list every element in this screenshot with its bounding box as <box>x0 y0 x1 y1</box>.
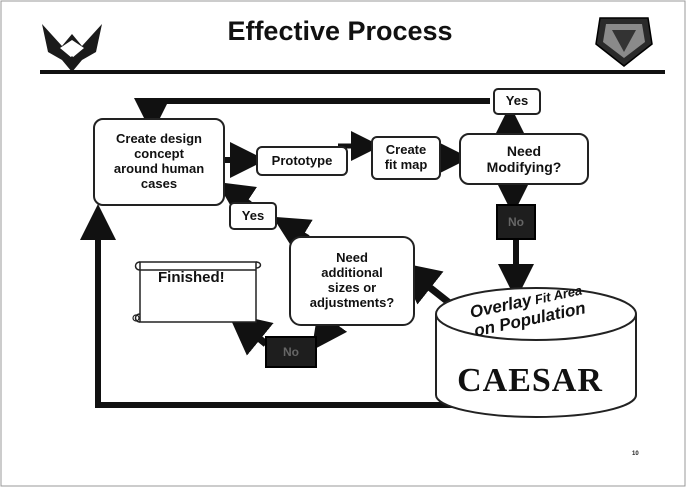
no-bottom-label: No <box>283 345 299 359</box>
air-force-logo-icon <box>42 24 102 72</box>
yes-top-box: Yes <box>493 88 541 115</box>
no-top-label: No <box>508 215 524 229</box>
need-additional-box: Need additional sizes or adjustments? <box>289 236 415 326</box>
caesar-cylinder <box>435 287 637 418</box>
title-underline <box>40 70 665 74</box>
need-modifying-box: Need Modifying? <box>459 133 589 185</box>
yes-mid-box: Yes <box>229 202 277 230</box>
crest-icon <box>595 17 653 67</box>
yes-top-label: Yes <box>505 93 529 109</box>
caesar-label: CAESAR <box>457 362 603 399</box>
page-number: 10 <box>632 451 639 457</box>
yes-mid-label: Yes <box>241 207 265 223</box>
arrow-caesar-to-need <box>397 261 455 308</box>
need-additional-label: Need additional sizes or adjustments? <box>309 250 395 310</box>
finished-label: Finished! <box>158 269 225 286</box>
prototype-box: Prototype <box>256 146 348 176</box>
need-modifying-label: Need Modifying? <box>486 142 562 175</box>
no-bottom-box: No <box>265 336 317 368</box>
slide-title: Effective Process <box>227 16 453 46</box>
finished-scroll-shape <box>132 261 262 323</box>
create-fit-map-label: Create fit map <box>384 142 428 172</box>
create-design-label: Create design concept around human cases <box>113 131 205 191</box>
create-design-box: Create design concept around human cases <box>93 118 225 206</box>
create-fit-map-box: Create fit map <box>371 136 441 180</box>
arrow-no-to-finished <box>227 312 274 356</box>
no-top-box: No <box>496 204 536 240</box>
prototype-label: Prototype <box>271 152 333 168</box>
